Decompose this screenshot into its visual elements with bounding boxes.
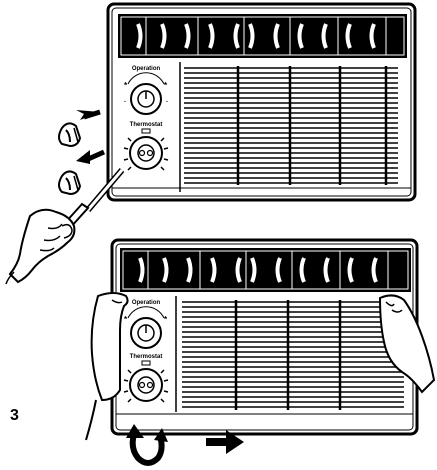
bottom-thermostat-label: Thermostat	[130, 354, 163, 360]
knob-removal-illustration	[59, 110, 104, 194]
removed-knob-lower	[59, 171, 80, 194]
arrow-icon	[76, 150, 90, 164]
svg-text:·: ·	[166, 99, 168, 106]
bottom-louver-strip	[120, 248, 411, 292]
step-number: 3	[10, 407, 19, 424]
top-operation-label: Operation	[132, 66, 161, 72]
removed-knob-upper	[59, 123, 80, 146]
top-thermostat-label: Thermostat	[130, 122, 163, 128]
top-ac-unit: Operation * * · · Thermostat	[108, 4, 415, 200]
svg-text:·: ·	[124, 99, 126, 106]
bottom-operation-label: Operation	[132, 300, 161, 306]
top-louver-strip	[118, 14, 407, 58]
bottom-ac-unit: Operation * * Thermostat	[112, 240, 417, 434]
